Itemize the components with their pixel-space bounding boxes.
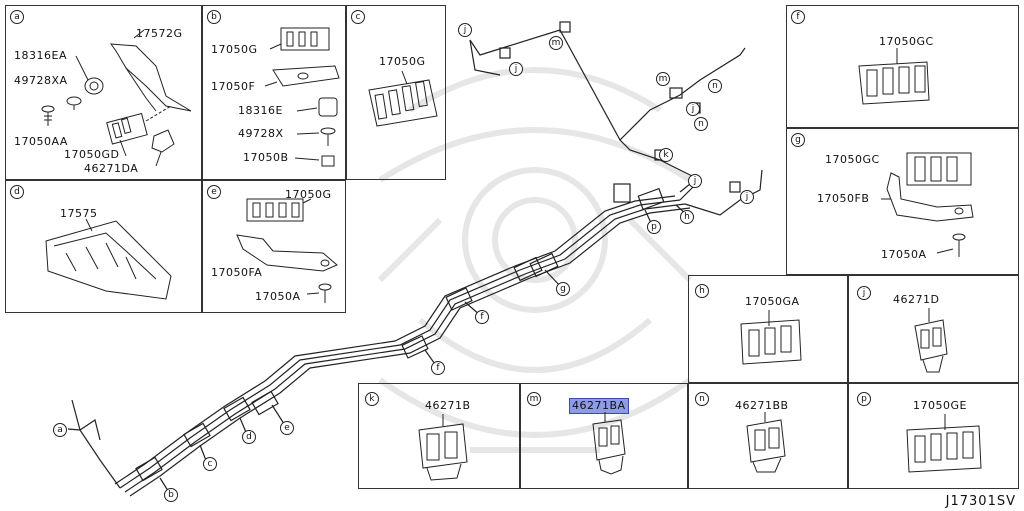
box-h-drawing <box>740 310 802 365</box>
box-c-drawing <box>368 70 438 127</box>
part-number-g-3[interactable]: 17050A <box>881 248 927 261</box>
part-number-b-5[interactable]: 17050B <box>243 151 289 164</box>
part-number-e-3[interactable]: 17050A <box>255 290 301 303</box>
detail-box-k: k 46271B <box>358 383 520 489</box>
box-p-drawing <box>906 414 982 473</box>
box-a-id: a <box>10 10 24 24</box>
callout-b[interactable]: b <box>164 488 178 502</box>
callout-p[interactable]: p <box>647 220 661 234</box>
callout-a[interactable]: a <box>53 423 67 437</box>
part-number-a-1[interactable]: 17572G <box>136 27 183 40</box>
box-c-id: c <box>351 10 365 24</box>
part-number-g-1[interactable]: 17050GC <box>825 153 880 166</box>
detail-box-p: p 17050GE <box>848 383 1019 489</box>
diagram-code: J17301SV <box>945 494 1016 509</box>
box-h-id: h <box>695 284 709 298</box>
part-number-b-2[interactable]: 17050F <box>211 80 256 93</box>
part-number-p-1[interactable]: 17050GE <box>913 399 967 412</box>
box-d-drawing <box>45 218 172 300</box>
box-f-id: f <box>791 10 805 24</box>
box-f-drawing <box>858 48 930 105</box>
part-number-n-1[interactable]: 46271BB <box>735 399 789 412</box>
callout-j-upper-2[interactable]: j <box>509 62 523 76</box>
part-number-a-2[interactable]: 18316EA <box>14 49 67 62</box>
detail-box-d: d 17575 <box>5 180 202 313</box>
box-m-id: m <box>527 392 541 406</box>
box-d-id: d <box>10 185 24 199</box>
callout-e[interactable]: e <box>280 421 294 435</box>
part-number-a-3[interactable]: 49728XA <box>14 74 68 87</box>
callout-g[interactable]: g <box>556 282 570 296</box>
detail-box-b: b 17050G 17050F 18316E 49728X 17050B <box>202 5 346 180</box>
callout-j-upper-3[interactable]: j <box>686 102 700 116</box>
callout-c[interactable]: c <box>203 457 217 471</box>
callout-j-main-1[interactable]: j <box>688 174 702 188</box>
detail-box-a: a 17572G 18316EA 49728XA 17050AA 17050GD… <box>5 5 202 180</box>
part-number-a-4[interactable]: 17050AA <box>14 135 68 148</box>
watermark-emblem <box>377 67 693 453</box>
box-m-drawing <box>592 412 626 475</box>
box-k-id: k <box>365 392 379 406</box>
callout-d[interactable]: d <box>242 430 256 444</box>
callout-f-lower[interactable]: f <box>431 361 445 375</box>
part-number-k-1[interactable]: 46271B <box>425 399 471 412</box>
part-number-a-6[interactable]: 46271DA <box>84 162 139 175</box>
box-e-id: e <box>207 185 221 199</box>
box-b-drawing <box>264 27 340 167</box>
box-j-drawing <box>914 308 948 373</box>
detail-box-n: n 46271BB <box>688 383 848 489</box>
detail-box-e: e 17050G 17050FA 17050A <box>202 180 346 313</box>
box-e-drawing <box>236 198 338 303</box>
box-b-id: b <box>207 10 221 24</box>
callout-j-main-2[interactable]: j <box>740 190 754 204</box>
part-number-c-1[interactable]: 17050G <box>379 55 426 68</box>
part-number-j-1[interactable]: 46271D <box>893 293 940 306</box>
callout-m-2[interactable]: m <box>656 72 670 86</box>
box-p-id: p <box>857 392 871 406</box>
part-number-d-1[interactable]: 17575 <box>60 207 98 220</box>
detail-box-c: c 17050G <box>346 5 446 180</box>
box-n-drawing <box>746 412 786 473</box>
detail-box-m: m 46271BA <box>520 383 688 489</box>
callout-j-upper-1[interactable]: j <box>458 23 472 37</box>
part-number-b-3[interactable]: 18316E <box>238 104 283 117</box>
detail-box-g: g 17050GC 17050FB 17050A <box>786 128 1019 275</box>
part-number-h-1[interactable]: 17050GA <box>745 295 800 308</box>
box-g-id: g <box>791 133 805 147</box>
part-number-e-1[interactable]: 17050G <box>285 188 332 201</box>
box-n-id: n <box>695 392 709 406</box>
callout-m-1[interactable]: m <box>549 36 563 50</box>
part-number-g-2[interactable]: 17050FB <box>817 192 870 205</box>
callout-f-upper[interactable]: f <box>475 310 489 324</box>
part-number-b-4[interactable]: 49728X <box>238 127 284 140</box>
callout-n-1[interactable]: n <box>708 79 722 93</box>
detail-box-j: j 46271D <box>848 275 1019 383</box>
part-number-e-2[interactable]: 17050FA <box>211 266 263 279</box>
box-a-drawing <box>41 29 192 167</box>
callout-k[interactable]: k <box>659 148 673 162</box>
box-k-drawing <box>418 414 468 481</box>
box-j-id: j <box>857 286 871 300</box>
box-g-drawing <box>881 152 974 257</box>
part-number-b-1[interactable]: 17050G <box>211 43 258 56</box>
detail-box-f: f 17050GC <box>786 5 1019 128</box>
detail-box-h: h 17050GA <box>688 275 848 383</box>
part-number-m-1-highlighted[interactable]: 46271BA <box>569 398 629 414</box>
part-number-f-1[interactable]: 17050GC <box>879 35 934 48</box>
callout-h[interactable]: h <box>680 210 694 224</box>
part-number-a-5[interactable]: 17050GD <box>64 148 120 161</box>
callout-n-2[interactable]: n <box>694 117 708 131</box>
